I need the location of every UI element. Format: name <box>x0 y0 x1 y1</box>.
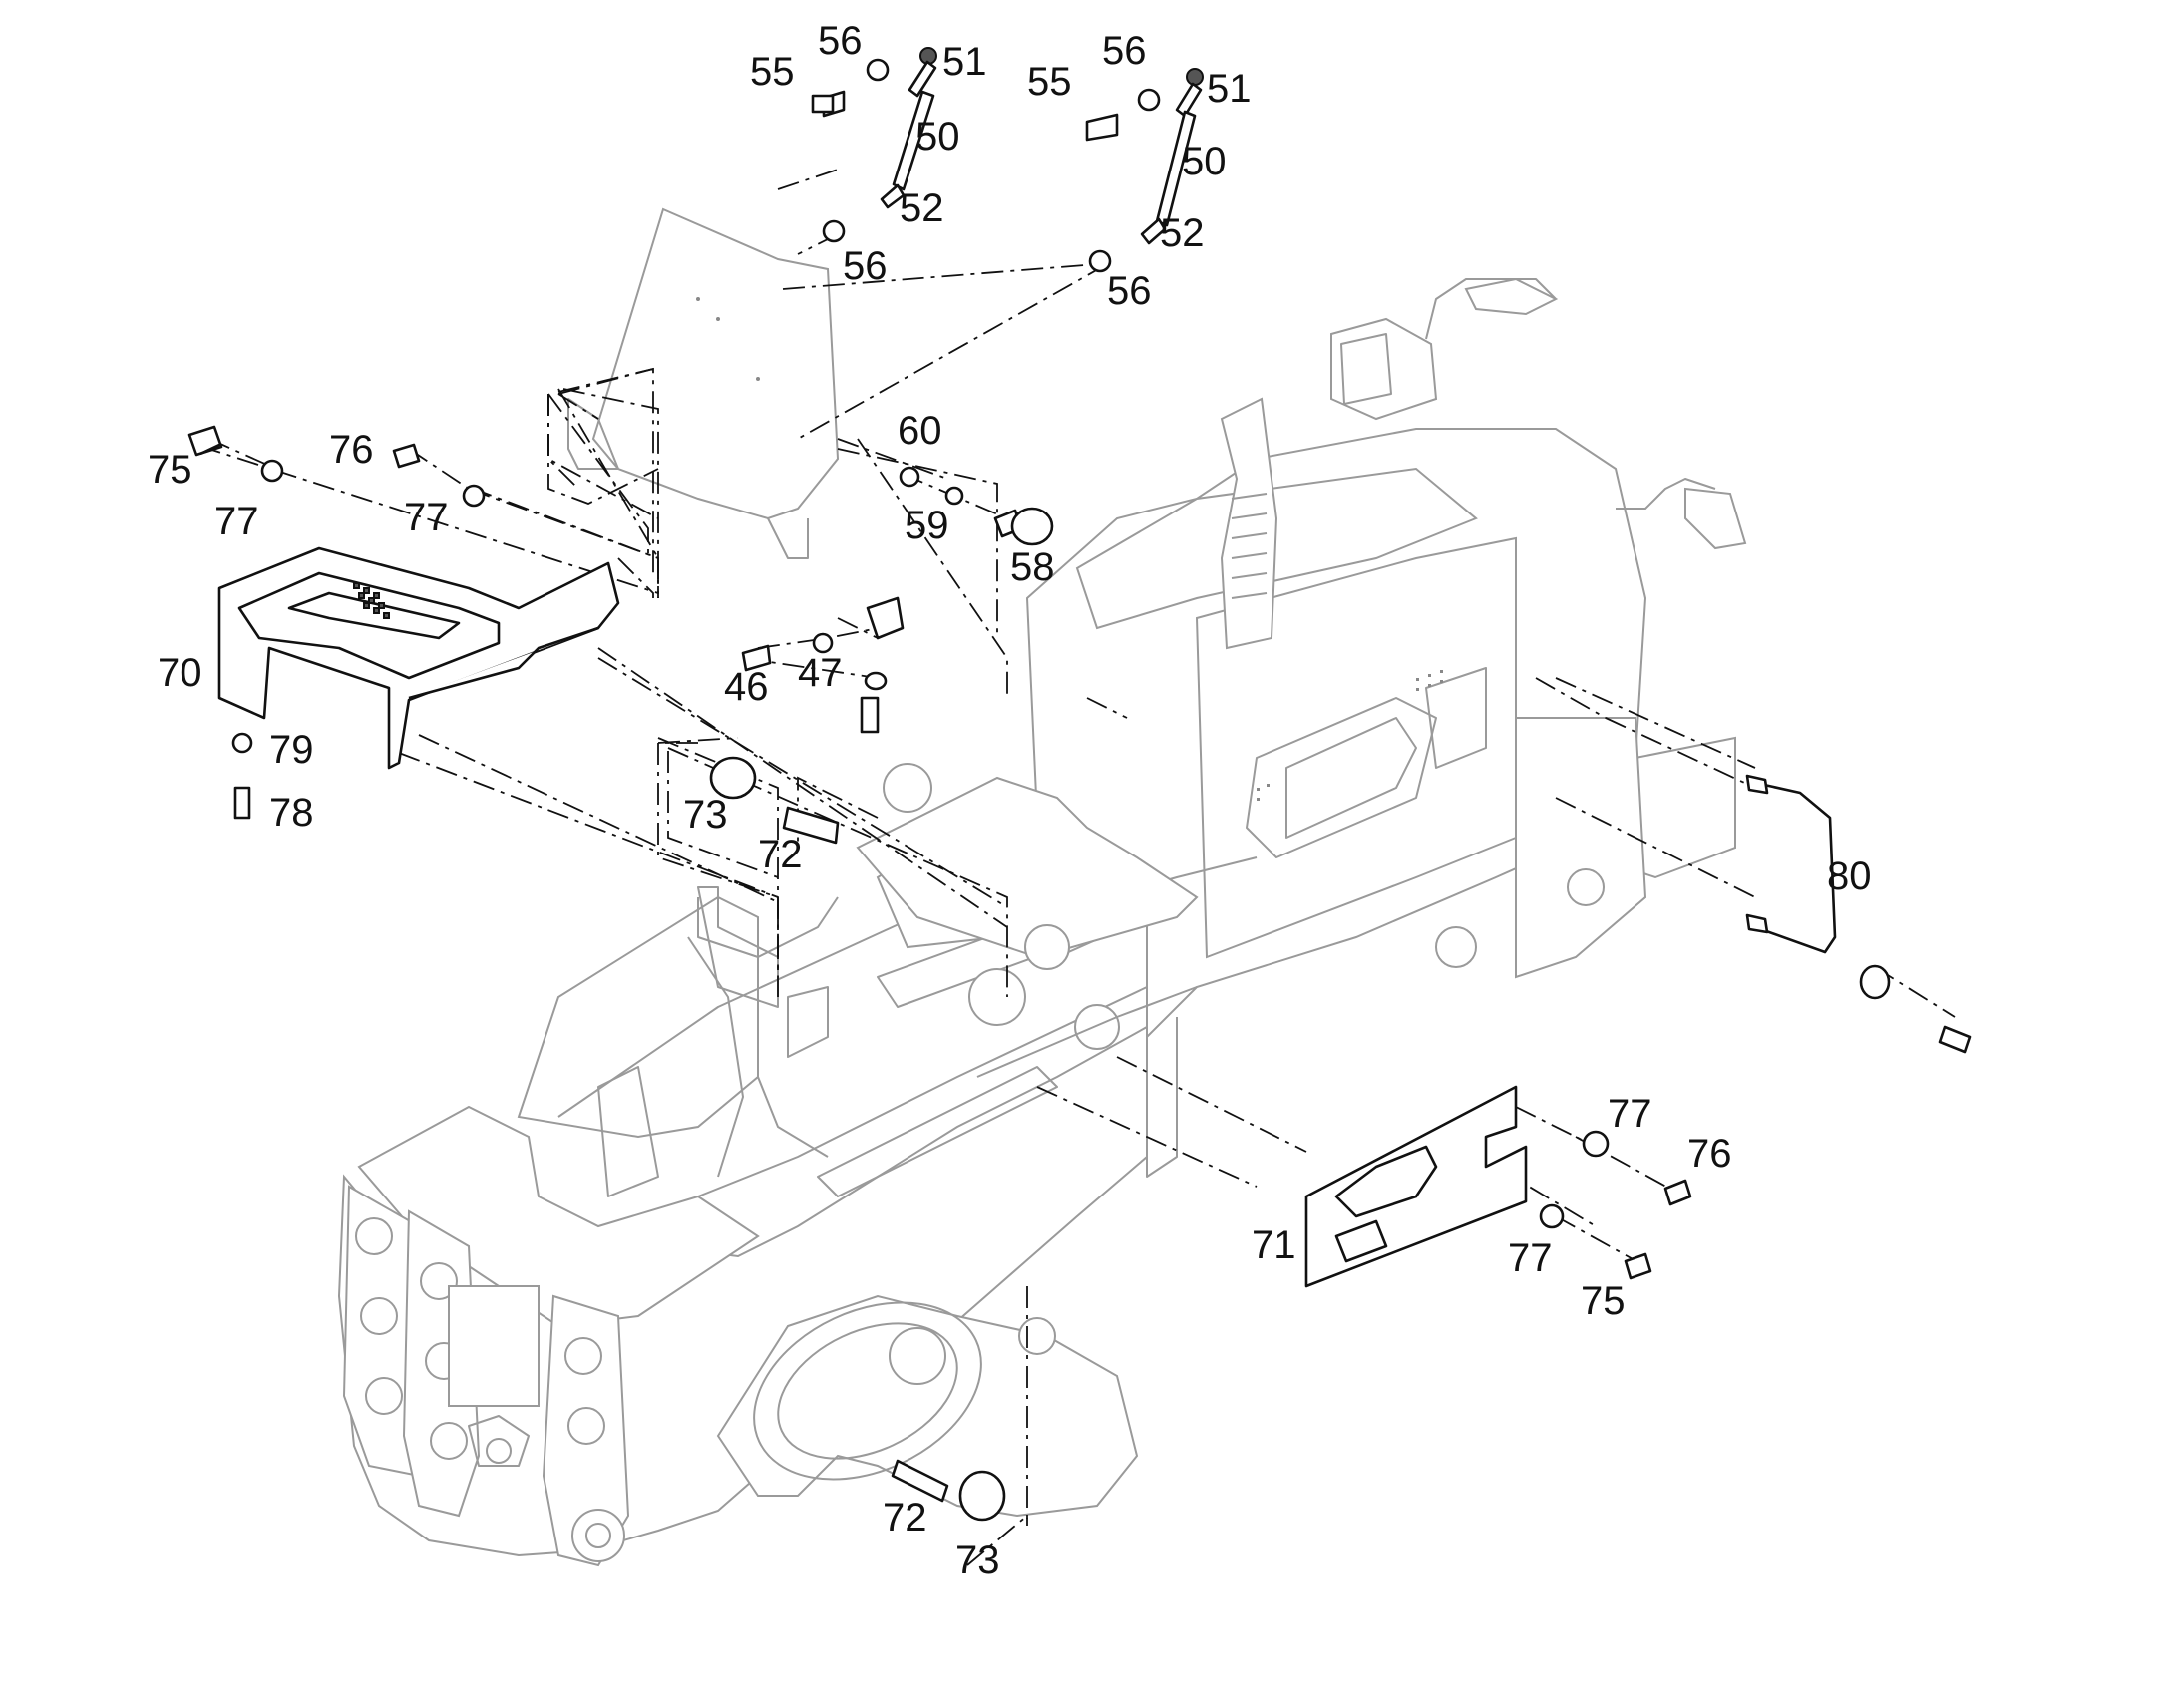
machine-frame <box>337 277 1747 1567</box>
fasteners-top-left <box>187 425 486 508</box>
cover-71 <box>1304 1085 1528 1288</box>
callout-56-a: 56 <box>818 19 863 63</box>
callout-56-c: 56 <box>1102 29 1147 73</box>
callout-72-b: 72 <box>883 1496 927 1539</box>
callout-60: 60 <box>898 409 942 453</box>
callout-73-a: 73 <box>683 793 728 837</box>
callout-76-b: 76 <box>1687 1132 1732 1176</box>
leader-lines <box>198 169 1956 1566</box>
callout-52-a: 52 <box>900 186 944 230</box>
callout-52-b: 52 <box>1160 211 1205 255</box>
callout-75-b: 75 <box>1581 1279 1626 1323</box>
callout-70: 70 <box>158 651 202 695</box>
callout-50-a: 50 <box>915 115 960 159</box>
callout-59: 59 <box>905 504 949 547</box>
fasteners-right <box>1539 1130 1692 1280</box>
callout-labels: 56 51 55 50 52 56 56 51 55 50 52 56 60 5… <box>148 19 1872 1582</box>
callout-79: 79 <box>269 728 314 772</box>
bushing-bolt-upper <box>709 756 840 845</box>
callout-56-d: 56 <box>1107 269 1152 313</box>
callout-55-a: 55 <box>750 50 795 94</box>
callout-73-b: 73 <box>955 1538 1000 1582</box>
upper-panel <box>567 207 840 559</box>
callout-75-a: 75 <box>148 448 192 492</box>
knob-assembly <box>899 466 1054 546</box>
callout-50-b: 50 <box>1182 140 1227 183</box>
callout-71: 71 <box>1252 1223 1296 1267</box>
handle-80 <box>1745 774 1972 1054</box>
callout-77-c: 77 <box>1608 1092 1652 1136</box>
callout-46: 46 <box>724 665 769 709</box>
bolt-washer-46-47 <box>741 596 905 734</box>
callout-55-b: 55 <box>1027 60 1072 104</box>
callout-51-a: 51 <box>942 40 987 84</box>
callout-47: 47 <box>798 651 843 695</box>
callout-58: 58 <box>1010 545 1055 589</box>
callout-77-d: 77 <box>1508 1236 1553 1280</box>
parts <box>187 47 1972 1522</box>
callout-56-b: 56 <box>843 244 888 288</box>
cover-70 <box>217 546 620 820</box>
callout-78: 78 <box>269 791 314 835</box>
callout-76-a: 76 <box>329 428 374 472</box>
callout-80: 80 <box>1827 854 1872 898</box>
callout-77-a: 77 <box>214 500 259 543</box>
callout-77-b: 77 <box>404 496 449 539</box>
callout-51-b: 51 <box>1207 67 1252 111</box>
gas-strut-right <box>1085 68 1204 273</box>
callout-72-a: 72 <box>758 833 803 876</box>
gas-strut-left <box>811 47 937 243</box>
bushing-bolt-lower <box>891 1459 1006 1522</box>
